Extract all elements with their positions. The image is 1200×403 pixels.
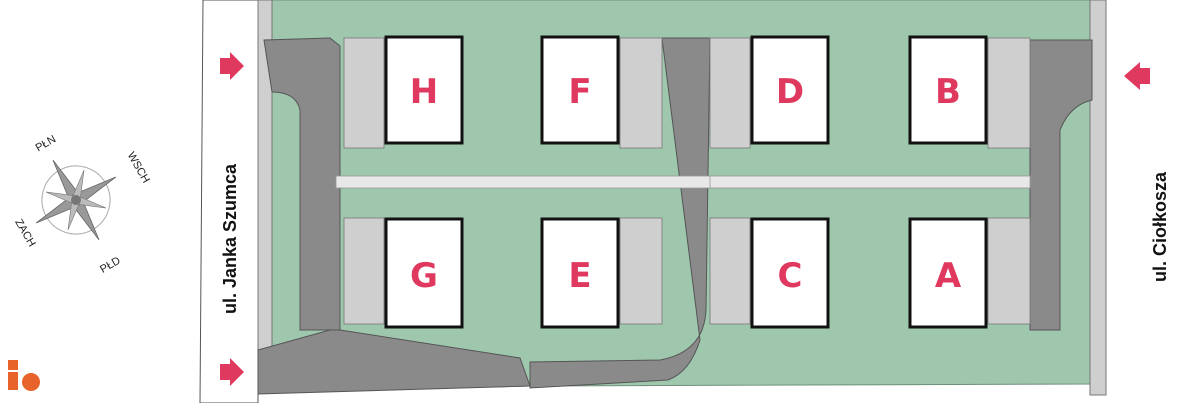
building-a[interactable]: A [908, 217, 988, 329]
street-label-west: ul. Janka Szumca [220, 163, 240, 314]
building-e[interactable]: E [540, 217, 620, 329]
logo-icon [8, 360, 40, 391]
compass-label-north: PŁN [34, 133, 59, 154]
internal-road-east [1029, 39, 1093, 331]
building-g[interactable]: G [384, 217, 464, 329]
building-d[interactable]: D [750, 35, 830, 145]
building-label-e: E [568, 256, 591, 296]
building-label-b: B [935, 72, 961, 112]
internal-road-south [257, 329, 531, 395]
internal-road-west [263, 37, 341, 331]
building-label-f: F [568, 72, 591, 112]
building-h[interactable]: H [384, 35, 464, 145]
parking-areas [343, 37, 1031, 325]
building-label-h: H [410, 72, 438, 112]
compass-rose [35, 159, 117, 241]
entrance-arrow-east [1124, 62, 1150, 90]
entrance-arrow-west-top [220, 52, 244, 80]
internal-road-center [529, 37, 711, 389]
building-b[interactable]: B [908, 35, 988, 145]
building-label-c: C [778, 256, 803, 296]
compass-label-east: WSCH [125, 150, 152, 185]
entrance-arrow-west-bottom [220, 358, 244, 386]
street-label-east: ul. Ciołkosza [1150, 171, 1170, 282]
compass-label-south: PŁD [98, 255, 123, 276]
building-c[interactable]: C [750, 217, 830, 329]
building-label-g: G [410, 256, 438, 296]
compass-label-west: ZACH [12, 217, 37, 249]
east-curb [1089, 0, 1107, 396]
west-sidewalk [199, 0, 259, 403]
building-label-d: D [776, 72, 804, 112]
building-f[interactable]: F [540, 35, 620, 145]
building-label-a: A [935, 256, 962, 296]
footpath-horizontal-2 [709, 175, 1031, 189]
